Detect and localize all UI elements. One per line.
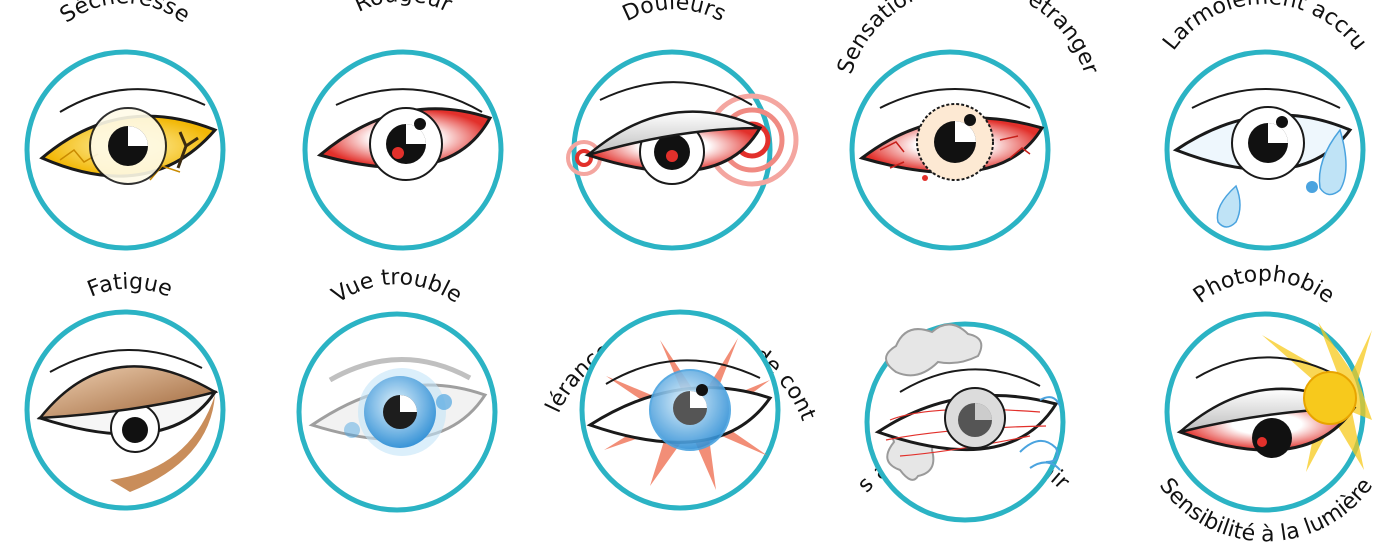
symptom-photophobie: Photophobie Sensibilité à la lumière bbox=[1154, 262, 1378, 547]
symptom-douleurs: Douleurs bbox=[566, 0, 799, 251]
contact-lens-eye-icon bbox=[586, 338, 773, 490]
symptom-label: Rougeur bbox=[351, 0, 456, 18]
symptom-label: Douleurs bbox=[619, 0, 730, 27]
painful-eye-icon bbox=[566, 81, 799, 187]
symptom-fatigue: Fatigue bbox=[24, 269, 226, 511]
red-eye-icon bbox=[316, 88, 493, 181]
symptom-label: Fatigue bbox=[84, 269, 176, 302]
symptom-label: Larmoiement accru bbox=[1158, 0, 1371, 55]
symptom-label: Photophobie bbox=[1189, 262, 1339, 309]
tearing-eye-icon bbox=[1172, 88, 1353, 228]
dry-eye-icon bbox=[39, 88, 218, 185]
symptom-label: Sécheresse bbox=[56, 0, 195, 28]
blurred-eye-icon bbox=[308, 357, 488, 456]
smoke-wind-eye-icon bbox=[874, 323, 1061, 481]
symptom-vue-trouble: Vue trouble bbox=[296, 265, 498, 513]
symptom-larmoiement: Larmoiement accru bbox=[1158, 0, 1372, 251]
symptom-rougeur: Rougeur bbox=[302, 0, 504, 251]
tired-eye-icon bbox=[36, 348, 219, 492]
symptom-secheresse: Sécheresse bbox=[24, 0, 226, 251]
sun-eye-icon bbox=[1176, 322, 1372, 472]
symptom-label: Vue trouble bbox=[328, 265, 467, 308]
symptom-corps-etranger: Sensation de corps étranger bbox=[833, 0, 1103, 251]
foreign-body-eye-icon bbox=[858, 88, 1045, 181]
